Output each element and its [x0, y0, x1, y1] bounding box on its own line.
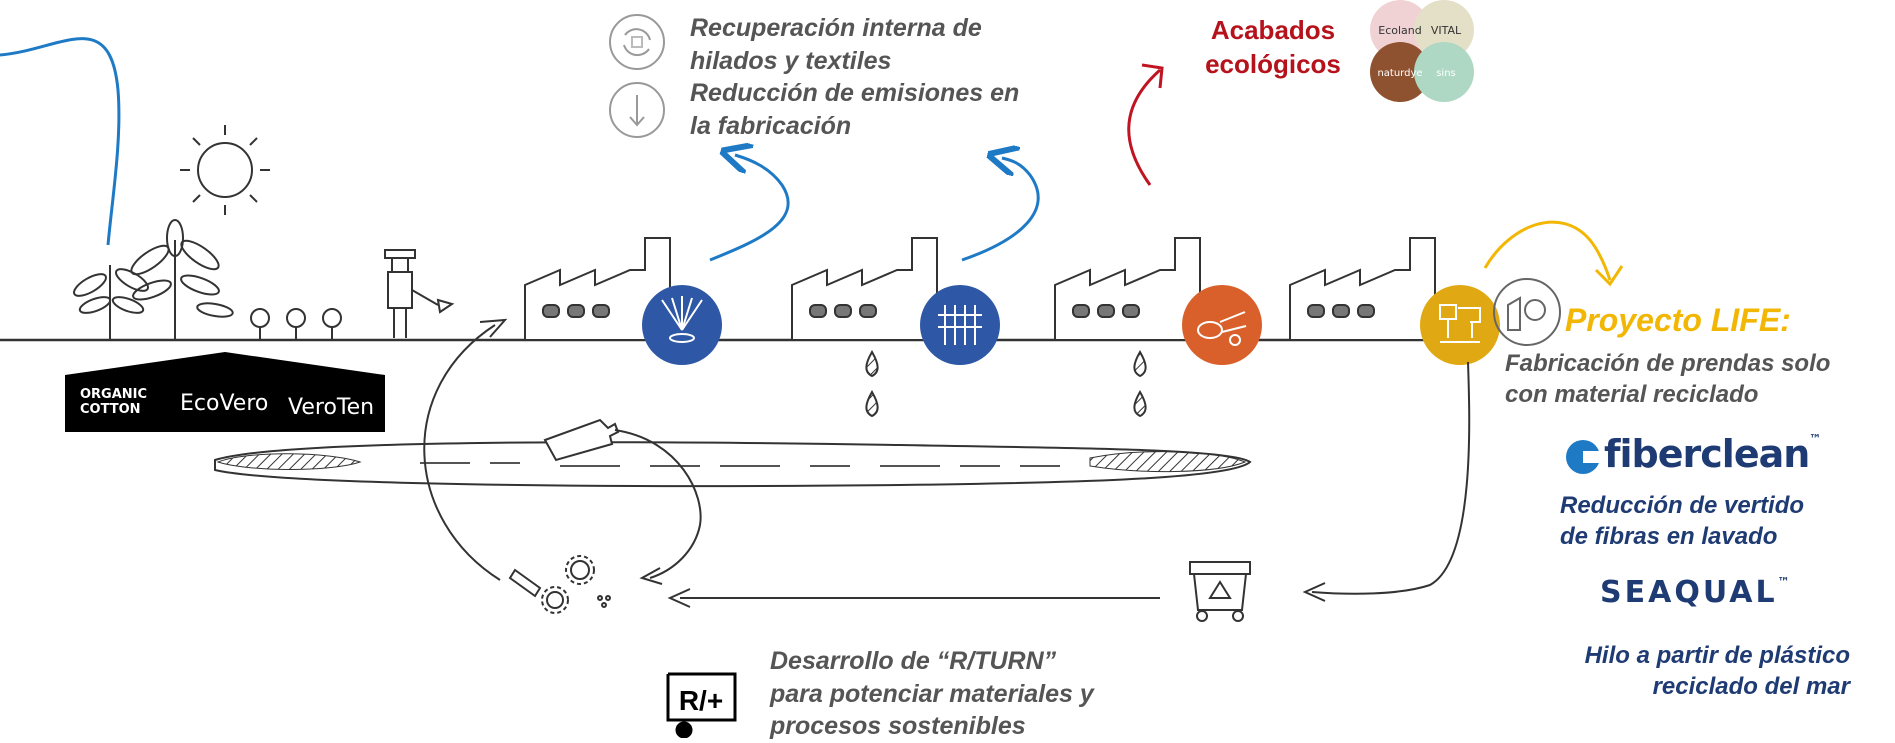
- fiberclean-logo: fiberclean™: [1604, 432, 1821, 476]
- blue-arrow-1: [709, 155, 790, 262]
- fiberclean-brand: fiberclean: [1604, 432, 1810, 476]
- factory-4-icon: [1289, 237, 1436, 341]
- ecovero-logo: EcoVero: [180, 391, 268, 416]
- factory-2-icon: [791, 237, 938, 341]
- fiberclean-line1: Reducción de vertido: [1560, 492, 1805, 519]
- garment-making-process-icon: [1420, 285, 1500, 365]
- fiberclean-logo-mark: [1566, 440, 1600, 474]
- sun-icon: [180, 125, 270, 215]
- eco-finish-line2: ecológicos: [1205, 48, 1341, 79]
- dyeing-process-icon: [1182, 285, 1262, 365]
- veroten-logo: VeroTen: [288, 395, 374, 420]
- seaqual-brand: SEAQUAL: [1600, 575, 1778, 610]
- rturn-line2: para potenciar materiales y: [770, 679, 1094, 708]
- fiberclean-line2: de fibras en lavado: [1560, 523, 1778, 551]
- life-project-line1: Fabricación de prendas solo: [1505, 350, 1831, 377]
- recycle-bin-icon: [1189, 561, 1251, 622]
- eco-finish-text: Acabados ecológicos: [1188, 14, 1358, 82]
- recycling-loop: [423, 318, 1471, 608]
- rturn-logo: [666, 672, 737, 738]
- processing-gears-icon: [508, 555, 611, 614]
- water-body: [214, 441, 1252, 488]
- emissions-down-icon: [609, 82, 665, 138]
- organic-cotton-line2: COTTON: [80, 402, 141, 417]
- emissions-text-line2: la fabricación: [690, 111, 852, 140]
- farmer-icon: [384, 249, 455, 338]
- raw-materials-banner: [65, 352, 385, 432]
- factory-3-icon: [1054, 237, 1201, 341]
- seaqual-text: Hilo a partir de plástico reciclado del …: [1540, 640, 1850, 702]
- seaqual-logo: SEAQUAL™: [1600, 575, 1790, 610]
- rturn-text: Desarrollo de “R/TURN” para potenciar ma…: [770, 645, 1094, 743]
- badge-vital: VITAL: [1431, 24, 1462, 37]
- plastic-bottle-icon: [543, 418, 620, 462]
- plants-icon: [73, 219, 234, 340]
- factory-1-icon: [524, 237, 671, 341]
- badge-naturdye: naturdye: [1377, 68, 1422, 79]
- life-project-title: Proyecto LIFE:: [1565, 302, 1791, 338]
- seaqual-line1: Hilo a partir de plástico: [1584, 642, 1850, 669]
- life-project-line2: con material reciclado: [1505, 381, 1759, 409]
- emissions-text-line1: Reducción de emisiones en: [690, 79, 1020, 107]
- life-project-text: Fabricación de prendas solo con material…: [1505, 348, 1830, 410]
- weaving-process-icon: [920, 285, 1000, 365]
- badge-ecoland: Ecoland: [1378, 24, 1421, 37]
- water-drops-icon: [865, 350, 1147, 418]
- life-project-icon: [1493, 278, 1561, 346]
- eco-finish-badges: Ecoland VITAL naturdye sins: [1370, 0, 1474, 102]
- seaqual-line2: reciclado del mar: [1652, 673, 1850, 701]
- rturn-line3: procesos sostenibles: [770, 712, 1026, 740]
- organic-cotton-line1: ORGANIC: [80, 387, 147, 402]
- rturn-line1: Desarrollo de “R/TURN”: [770, 647, 1057, 675]
- recovery-text: Recuperación interna de hilados y textil…: [690, 12, 1019, 142]
- badge-sins: sins: [1436, 68, 1456, 79]
- spinning-process-icon: [642, 285, 722, 365]
- eco-finish-line1: Acabados: [1210, 15, 1336, 45]
- seaqual-tm: ™: [1777, 575, 1790, 589]
- yellow-arrow: [1483, 220, 1624, 287]
- rturn-logo-text: R/+: [679, 685, 723, 716]
- small-plants-icon: [250, 308, 342, 340]
- blue-arrow-2: [961, 158, 1040, 262]
- left-blue-curve: [0, 37, 121, 246]
- recovery-icon: [609, 14, 665, 70]
- fiberclean-tm: ™: [1809, 432, 1821, 446]
- red-arrow: [1127, 63, 1164, 186]
- fiberclean-text: Reducción de vertido de fibras en lavado: [1560, 490, 1804, 552]
- recovery-text-line1: Recuperación interna de: [690, 14, 982, 42]
- recovery-text-line2: hilados y textiles: [690, 46, 892, 75]
